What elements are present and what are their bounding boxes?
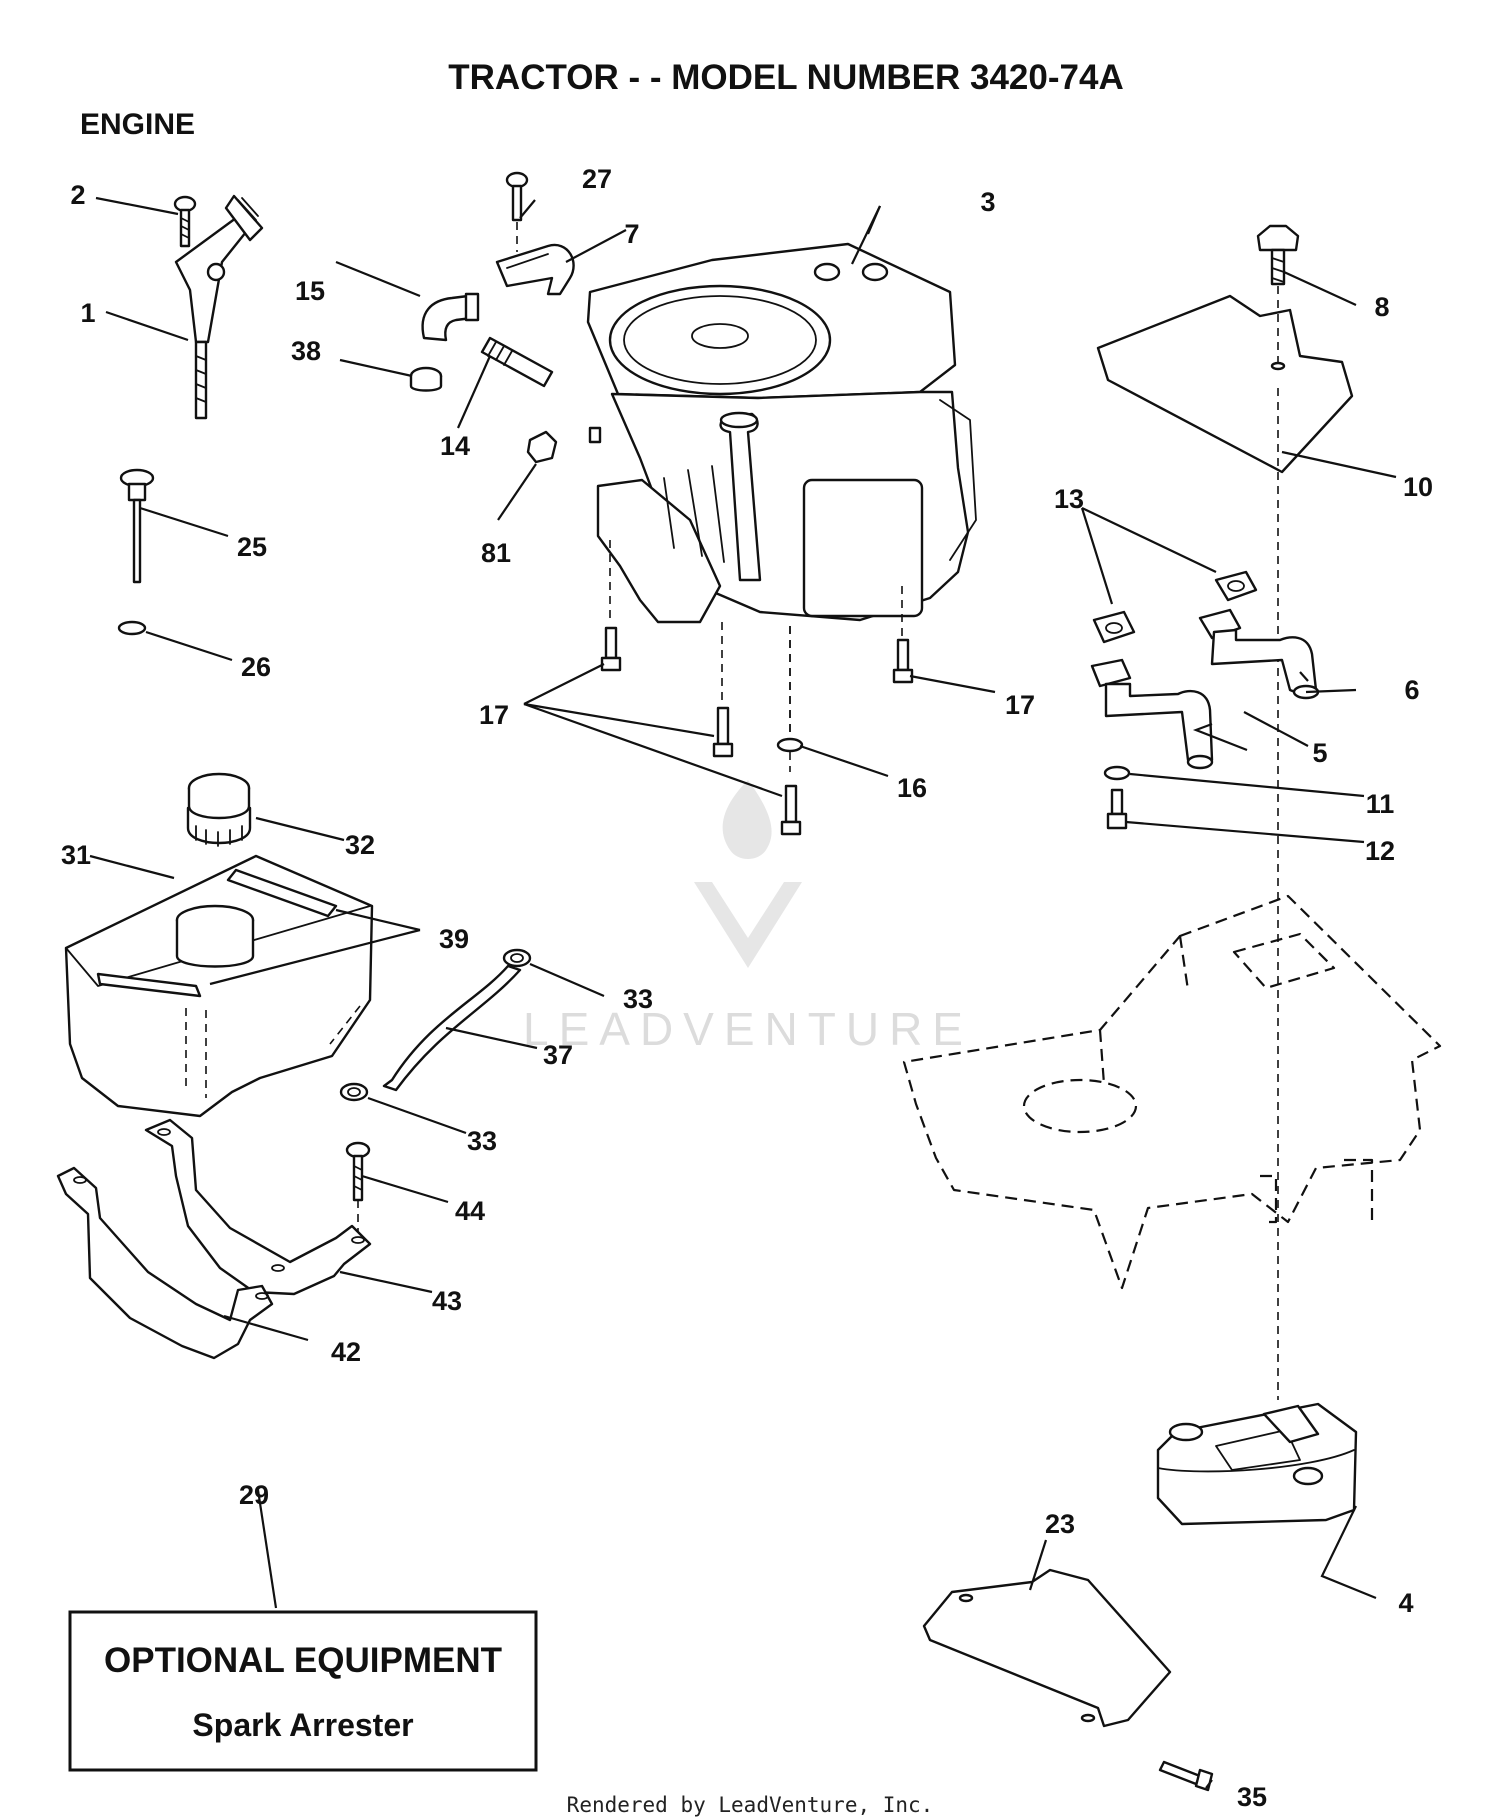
footer-credit: Rendered by LeadVenture, Inc. [567,1793,934,1817]
part-37-fuel-line [382,964,522,1092]
watermark-text: LEADVENTURE [523,1003,973,1055]
part-31-fuel-tank [64,854,374,1118]
part-13-gasket-upper [1214,570,1258,602]
watermark: LEADVENTURE [523,780,973,1055]
callout-17-left: 17 [479,700,509,730]
callout-35: 35 [1237,1782,1267,1812]
part-42-tank-strap [56,1166,274,1360]
optional-equipment-box: OPTIONAL EQUIPMENT Spark Arrester [68,1610,538,1772]
section-label: ENGINE [80,108,195,141]
callout-33-upper: 33 [623,984,653,1014]
callout-44: 44 [455,1196,485,1226]
callout-5: 5 [1312,738,1327,768]
callout-2: 2 [70,180,85,210]
part-44-screw [345,1141,371,1234]
part-26-washer [117,620,147,636]
callout-32: 32 [345,830,375,860]
callout-25: 25 [237,532,267,562]
part-8-screw [1256,224,1300,286]
callout-8: 8 [1374,292,1389,322]
callout-11: 11 [1366,789,1395,819]
callout-37: 37 [543,1040,573,1070]
callout-33-lower: 33 [467,1126,497,1156]
callout-16: 16 [897,773,927,803]
callout-81: 81 [481,538,511,568]
part-25-dipstick [119,468,155,584]
watermark-chevron-icon [694,882,802,968]
callout-17-right: 17 [1005,690,1035,720]
part-6-exhaust-pipe [1198,608,1320,700]
part-11-washer [1103,765,1131,781]
part-23-spark-arrester-plate [922,1568,1172,1728]
leader-lines [89,196,1397,1789]
callout-31: 31 [61,840,91,870]
callout-43: 43 [432,1286,462,1316]
part-17-bolt-right-mid [780,626,802,836]
part-4-muffler [1156,1402,1358,1526]
tractor-frame-outline [902,894,1442,1290]
part-81-nut [526,426,602,464]
part-38-plug [409,366,443,392]
part-27-screw [505,171,529,252]
callout-14: 14 [440,431,470,461]
callout-23: 23 [1045,1509,1075,1539]
part-16-lock-washer [776,626,804,753]
part-12-bolt [1106,788,1128,830]
callout-39: 39 [439,924,469,954]
part-32-fuel-cap [186,772,252,847]
callout-10: 10 [1403,472,1433,502]
part-14-nipple [480,336,554,388]
part-17-bolt-center [712,622,734,758]
callout-26: 26 [241,652,271,682]
page-title: TRACTOR - - MODEL NUMBER 3420-74A [448,58,1123,97]
part-33-hose-clamp-upper [502,948,532,968]
callout-7: 7 [624,219,639,249]
watermark-flame-icon [722,780,772,859]
part-5-exhaust-pipe [1090,658,1214,770]
callout-27: 27 [582,164,612,194]
callout-38: 38 [291,336,321,366]
callout-labels: 2 1 3 4 5 6 7 8 10 11 12 13 14 15 16 17 … [61,164,1433,1812]
callout-3: 3 [980,187,995,217]
callout-6: 6 [1404,675,1419,705]
callout-13: 13 [1054,484,1084,514]
callout-12: 12 [1365,836,1395,866]
part-1-throttle-control [174,194,264,420]
part-10-heat-shield [1096,294,1354,474]
callout-29: 29 [239,1480,269,1510]
callout-1: 1 [80,298,95,328]
part-33-hose-clamp-lower [339,1082,369,1102]
part-3-engine [586,242,977,624]
part-35-screw [1158,1760,1214,1792]
callout-15: 15 [295,276,325,306]
part-43-tank-strap [144,1118,372,1296]
optional-equipment-item: Spark Arrester [192,1707,413,1743]
part-17-bolt-right [892,586,914,684]
callout-42: 42 [331,1337,361,1367]
optional-equipment-heading: OPTIONAL EQUIPMENT [104,1641,502,1680]
part-13-gasket-lower [1092,610,1136,644]
part-2-screw [173,195,197,248]
part-7-clamp [495,243,575,296]
callout-4: 4 [1398,1588,1413,1618]
part-15-elbow-fitting [421,292,480,342]
